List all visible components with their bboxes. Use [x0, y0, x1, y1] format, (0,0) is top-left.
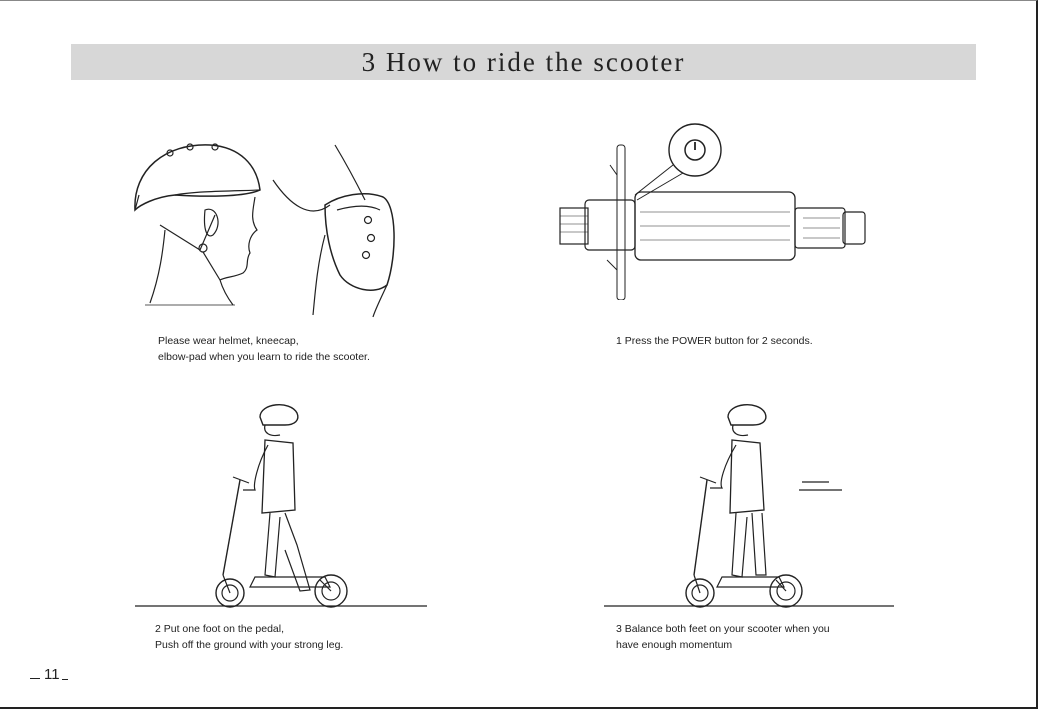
- page-number-dash: [30, 678, 40, 679]
- page-number-underline: [62, 679, 68, 680]
- caption-push-off: 2 Put one foot on the pedal, Push off th…: [155, 621, 343, 653]
- push-off-illustration: [135, 395, 430, 615]
- caption-power-on: 1 Press the POWER button for 2 seconds.: [616, 333, 813, 349]
- caption-line: have enough momentum: [616, 637, 830, 653]
- caption-line: 3 Balance both feet on your scooter when…: [616, 621, 830, 637]
- caption-line: Please wear helmet, kneecap,: [158, 333, 370, 349]
- page-number-text: 11: [44, 666, 60, 683]
- balance-illustration: [604, 395, 896, 615]
- caption-balance: 3 Balance both feet on your scooter when…: [616, 621, 830, 653]
- caption-line: 1 Press the POWER button for 2 seconds.: [616, 333, 813, 349]
- safety-gear-illustration: [125, 135, 415, 320]
- power-button-illustration: [555, 120, 875, 300]
- caption-line: 2 Put one foot on the pedal,: [155, 621, 343, 637]
- page-number: 11: [30, 666, 68, 683]
- caption-line: Push off the ground with your strong leg…: [155, 637, 343, 653]
- section-title: 3 How to ride the scooter: [362, 47, 686, 78]
- caption-line: elbow-pad when you learn to ride the sco…: [158, 349, 370, 365]
- caption-safety-gear: Please wear helmet, kneecap, elbow-pad w…: [158, 333, 370, 365]
- section-title-bar: 3 How to ride the scooter: [71, 44, 976, 80]
